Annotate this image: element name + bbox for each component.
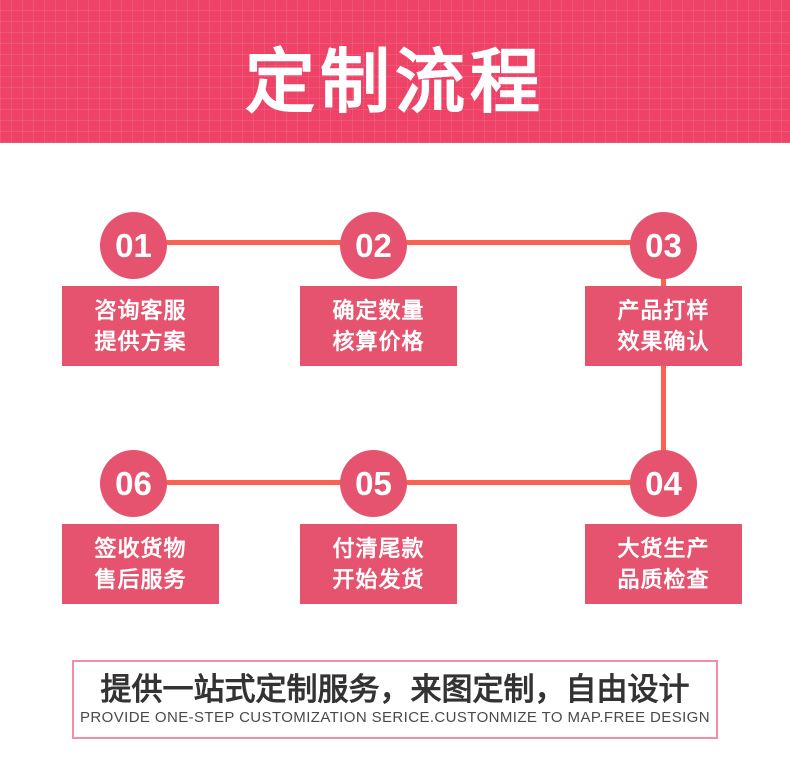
step-03-number: 03	[645, 226, 682, 264]
step-04-label-line2: 品质检查	[617, 567, 710, 592]
step-05-number: 05	[355, 464, 392, 502]
step-box-03: 产品打样 效果确认	[585, 286, 742, 366]
footer-headline: 提供一站式定制服务，来图定制，自由设计	[100, 671, 690, 707]
step-circle-03: 03	[630, 212, 697, 279]
step-04-number: 04	[645, 464, 682, 502]
step-06-label-line2: 售后服务	[94, 567, 187, 592]
step-01-label-line1: 咨询客服	[94, 298, 187, 323]
step-02-number: 02	[355, 226, 392, 264]
step-04-label-line1: 大货生产	[617, 536, 710, 561]
step-05-label-line1: 付清尾款	[332, 536, 425, 561]
footer-subline: PROVIDE ONE-STEP CUSTOMIZATION SERICE.CU…	[80, 708, 710, 726]
step-02-label-line1: 确定数量	[332, 298, 425, 323]
step-circle-01: 01	[100, 212, 167, 279]
footer-banner: 提供一站式定制服务，来图定制，自由设计 PROVIDE ONE-STEP CUS…	[72, 660, 718, 739]
step-03-label-line1: 产品打样	[617, 298, 710, 323]
step-circle-02: 02	[340, 212, 407, 279]
page-title: 定制流程	[245, 43, 545, 121]
header-banner: 定制流程	[0, 0, 790, 143]
step-box-04: 大货生产 品质检查	[585, 524, 742, 604]
step-03-label-line2: 效果确认	[617, 329, 710, 354]
step-box-06: 签收货物 售后服务	[62, 524, 219, 604]
step-circle-05: 05	[340, 450, 407, 517]
step-circle-04: 04	[630, 450, 697, 517]
step-box-02: 确定数量 核算价格	[300, 286, 457, 366]
step-circle-06: 06	[100, 450, 167, 517]
step-05-label-line2: 开始发货	[332, 567, 425, 592]
step-box-05: 付清尾款 开始发货	[300, 524, 457, 604]
step-06-number: 06	[115, 464, 152, 502]
step-06-label-line1: 签收货物	[94, 536, 187, 561]
step-02-label-line2: 核算价格	[332, 329, 425, 354]
step-01-number: 01	[115, 226, 152, 264]
step-01-label-line2: 提供方案	[94, 329, 187, 354]
step-box-01: 咨询客服 提供方案	[62, 286, 219, 366]
